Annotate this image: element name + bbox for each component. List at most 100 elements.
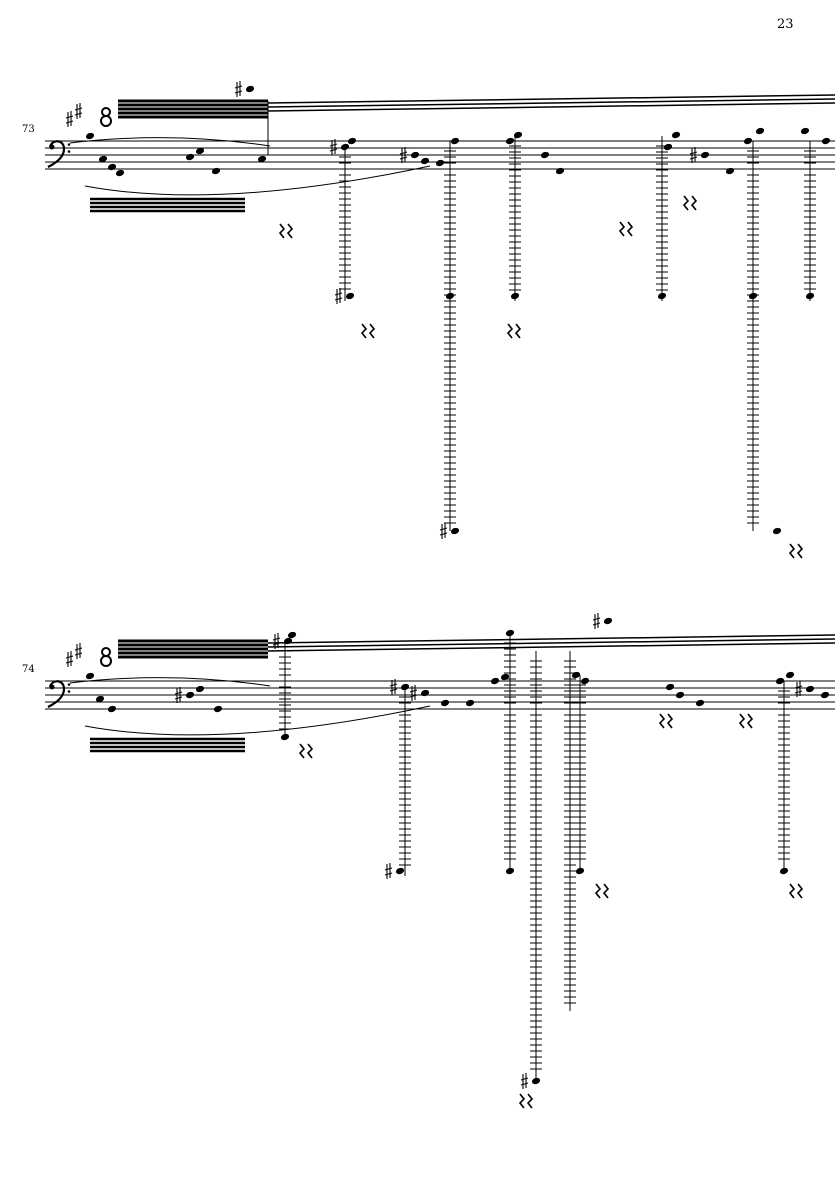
notehead xyxy=(347,137,357,145)
time-signature-icon xyxy=(100,655,112,667)
notehead xyxy=(505,137,515,145)
rest-icon xyxy=(788,543,796,559)
notehead xyxy=(700,151,710,159)
rest-icon xyxy=(666,713,674,729)
rest-icon xyxy=(368,323,376,339)
rest-icon xyxy=(796,543,804,559)
notehead xyxy=(665,683,675,691)
time-signature-icon xyxy=(100,115,112,127)
beam xyxy=(267,638,835,648)
bass-clef-dot xyxy=(67,150,71,153)
notehead xyxy=(675,691,685,699)
notehead xyxy=(695,699,705,707)
sharp-icon xyxy=(329,139,338,155)
beam xyxy=(267,94,835,104)
sharp-icon xyxy=(689,147,698,163)
bass-clef-dot xyxy=(67,690,71,693)
notehead xyxy=(410,151,420,159)
notehead xyxy=(555,167,565,175)
time-signature-icon xyxy=(101,107,111,117)
notehead xyxy=(785,671,795,679)
notehead xyxy=(85,672,95,680)
notehead xyxy=(671,131,681,139)
rest-icon xyxy=(788,883,796,899)
sharp-icon xyxy=(174,687,183,703)
rest-icon xyxy=(626,221,634,237)
sharp-icon xyxy=(794,681,803,697)
notehead xyxy=(107,705,117,713)
notehead xyxy=(283,637,293,645)
sharp-icon xyxy=(389,679,398,695)
notehead xyxy=(420,157,430,165)
rest-icon xyxy=(286,223,294,239)
notehead xyxy=(540,151,550,159)
sharp-icon xyxy=(384,863,393,879)
notehead xyxy=(213,705,223,713)
notehead xyxy=(257,155,267,163)
measure-number-74: 74 xyxy=(22,664,35,675)
notehead xyxy=(500,673,510,681)
rest-icon xyxy=(796,883,804,899)
sharp-icon xyxy=(334,288,343,304)
notehead xyxy=(245,85,255,93)
rest-icon xyxy=(738,713,746,729)
notehead xyxy=(420,689,430,697)
notehead xyxy=(287,631,297,639)
slur xyxy=(69,137,271,147)
beam xyxy=(267,102,835,112)
notehead xyxy=(450,137,460,145)
bass-clef-dot xyxy=(67,683,71,686)
notehead xyxy=(772,527,782,535)
rest-icon xyxy=(602,883,610,899)
notehead xyxy=(805,685,815,693)
notehead xyxy=(603,617,613,625)
notehead xyxy=(115,169,125,177)
bass-clef-icon xyxy=(49,684,55,690)
notehead xyxy=(185,153,195,161)
notehead xyxy=(800,127,810,135)
rest-icon xyxy=(690,195,698,211)
notehead xyxy=(821,137,831,145)
rest-icon xyxy=(278,223,286,239)
rest-icon xyxy=(526,1093,534,1109)
slur xyxy=(84,705,431,736)
sharp-icon xyxy=(65,111,74,127)
notehead xyxy=(395,867,405,875)
notehead xyxy=(755,127,765,135)
notehead xyxy=(580,677,590,685)
sharp-icon xyxy=(74,643,83,659)
rest-icon xyxy=(594,883,602,899)
rest-icon xyxy=(298,743,306,759)
notehead xyxy=(490,677,500,685)
bass-clef-icon xyxy=(49,144,55,150)
notehead xyxy=(195,147,205,155)
rest-icon xyxy=(360,323,368,339)
notehead xyxy=(820,691,830,699)
rest-icon xyxy=(518,1093,526,1109)
notehead xyxy=(435,159,445,167)
sharp-icon xyxy=(74,103,83,119)
notehead xyxy=(465,699,475,707)
notehead xyxy=(440,699,450,707)
bass-clef-dot xyxy=(67,143,71,146)
measure-number-73: 73 xyxy=(22,124,35,135)
slur xyxy=(84,165,431,196)
notehead xyxy=(450,527,460,535)
rest-icon xyxy=(658,713,666,729)
notehead xyxy=(571,671,581,679)
sharp-icon xyxy=(65,651,74,667)
beam xyxy=(267,98,835,108)
notehead xyxy=(95,695,105,703)
notehead xyxy=(211,167,221,175)
sharp-icon xyxy=(272,633,281,649)
rest-icon xyxy=(682,195,690,211)
rest-icon xyxy=(506,323,514,339)
rest-icon xyxy=(514,323,522,339)
rest-icon xyxy=(618,221,626,237)
sharp-icon xyxy=(520,1073,529,1089)
notehead xyxy=(725,167,735,175)
notehead xyxy=(85,132,95,140)
rest-icon xyxy=(746,713,754,729)
notehead xyxy=(107,163,117,171)
